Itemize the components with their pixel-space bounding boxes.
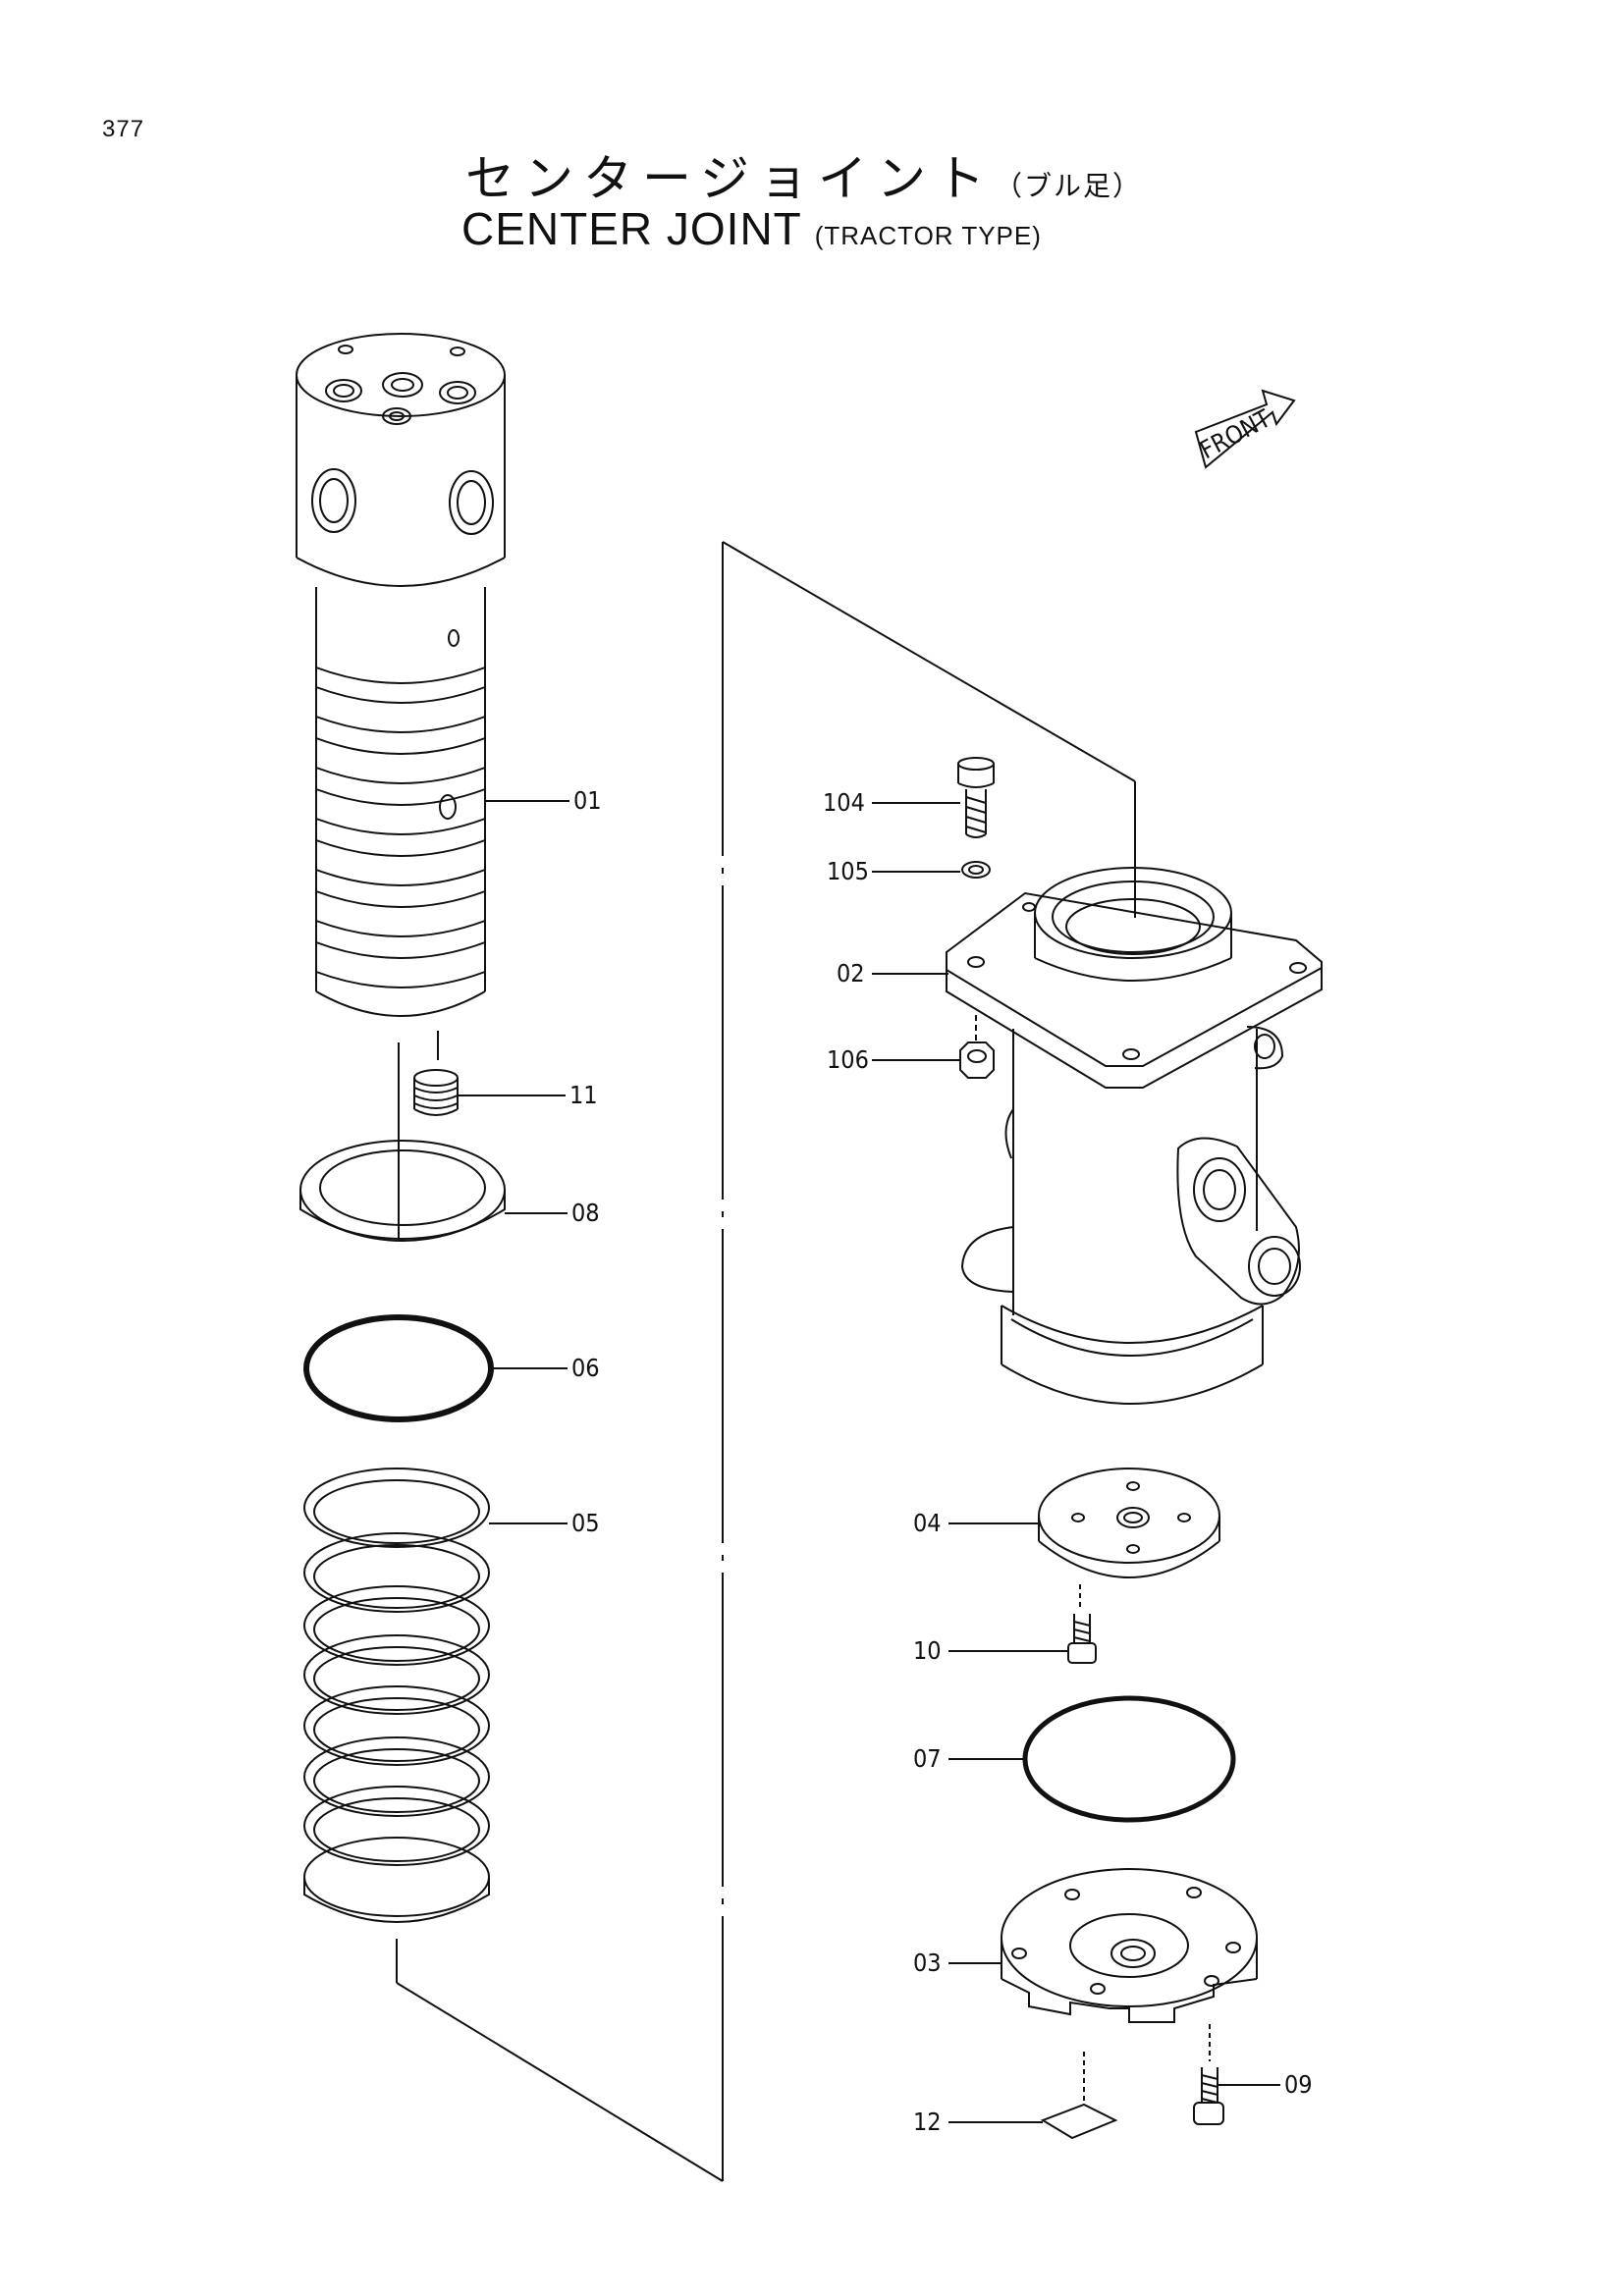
- washer-part-105: 105: [827, 857, 991, 885]
- o-ring-part-07: 07: [913, 1695, 1236, 1823]
- end-cover-part-03: 03: [913, 1868, 1258, 2023]
- front-label: FRONT: [1195, 404, 1275, 465]
- cover-plate-part-04: 04: [913, 1468, 1220, 1578]
- body-part-02: 02: [837, 867, 1323, 1405]
- o-ring-part-06: 06: [303, 1314, 600, 1422]
- part-label-10: 10: [913, 1636, 942, 1665]
- part-label-12: 12: [913, 2108, 942, 2136]
- part-label-05: 05: [571, 1509, 600, 1537]
- front-arrow-marker: FRONT: [1194, 389, 1296, 469]
- screw-part-10: 10: [913, 1584, 1097, 1665]
- part-label-106: 106: [827, 1045, 869, 1074]
- assembly-guide-lines: [396, 541, 1136, 2182]
- title-english: CENTER JOINT (TRACTOR TYPE): [461, 202, 1042, 255]
- part-label-04: 04: [913, 1509, 942, 1537]
- part-label-02: 02: [837, 959, 865, 988]
- part-label-11: 11: [569, 1081, 598, 1109]
- seal-ring-part-08: 08: [299, 1140, 600, 1242]
- bolt-part-09: 09: [1193, 2024, 1313, 2125]
- seal-stack-part-05: 05: [303, 1468, 600, 1923]
- title-english-sub: (TRACTOR TYPE): [814, 221, 1042, 250]
- title-english-main: CENTER JOINT: [461, 203, 801, 254]
- part-label-08: 08: [571, 1199, 600, 1227]
- spindle-part-01: 01: [296, 333, 602, 1017]
- part-label-06: 06: [571, 1354, 600, 1382]
- nut-part-106: 106: [827, 1015, 995, 1079]
- title-japanese-sub: （ブル足）: [995, 170, 1143, 202]
- part-label-105: 105: [827, 857, 869, 885]
- title-japanese-main: センタージョイント: [465, 150, 995, 207]
- part-label-09: 09: [1284, 2070, 1313, 2099]
- part-label-01: 01: [573, 786, 602, 815]
- part-label-07: 07: [913, 1744, 942, 1773]
- plug-part-11: 11: [413, 1069, 598, 1116]
- bolt-part-104: 104: [823, 757, 995, 838]
- part-label-104: 104: [823, 788, 865, 817]
- page-number: 377: [102, 116, 145, 142]
- part-label-03: 03: [913, 1949, 942, 1977]
- shim-part-12: 12: [913, 2052, 1118, 2140]
- title-japanese: センタージョイント（ブル足）: [465, 139, 1142, 210]
